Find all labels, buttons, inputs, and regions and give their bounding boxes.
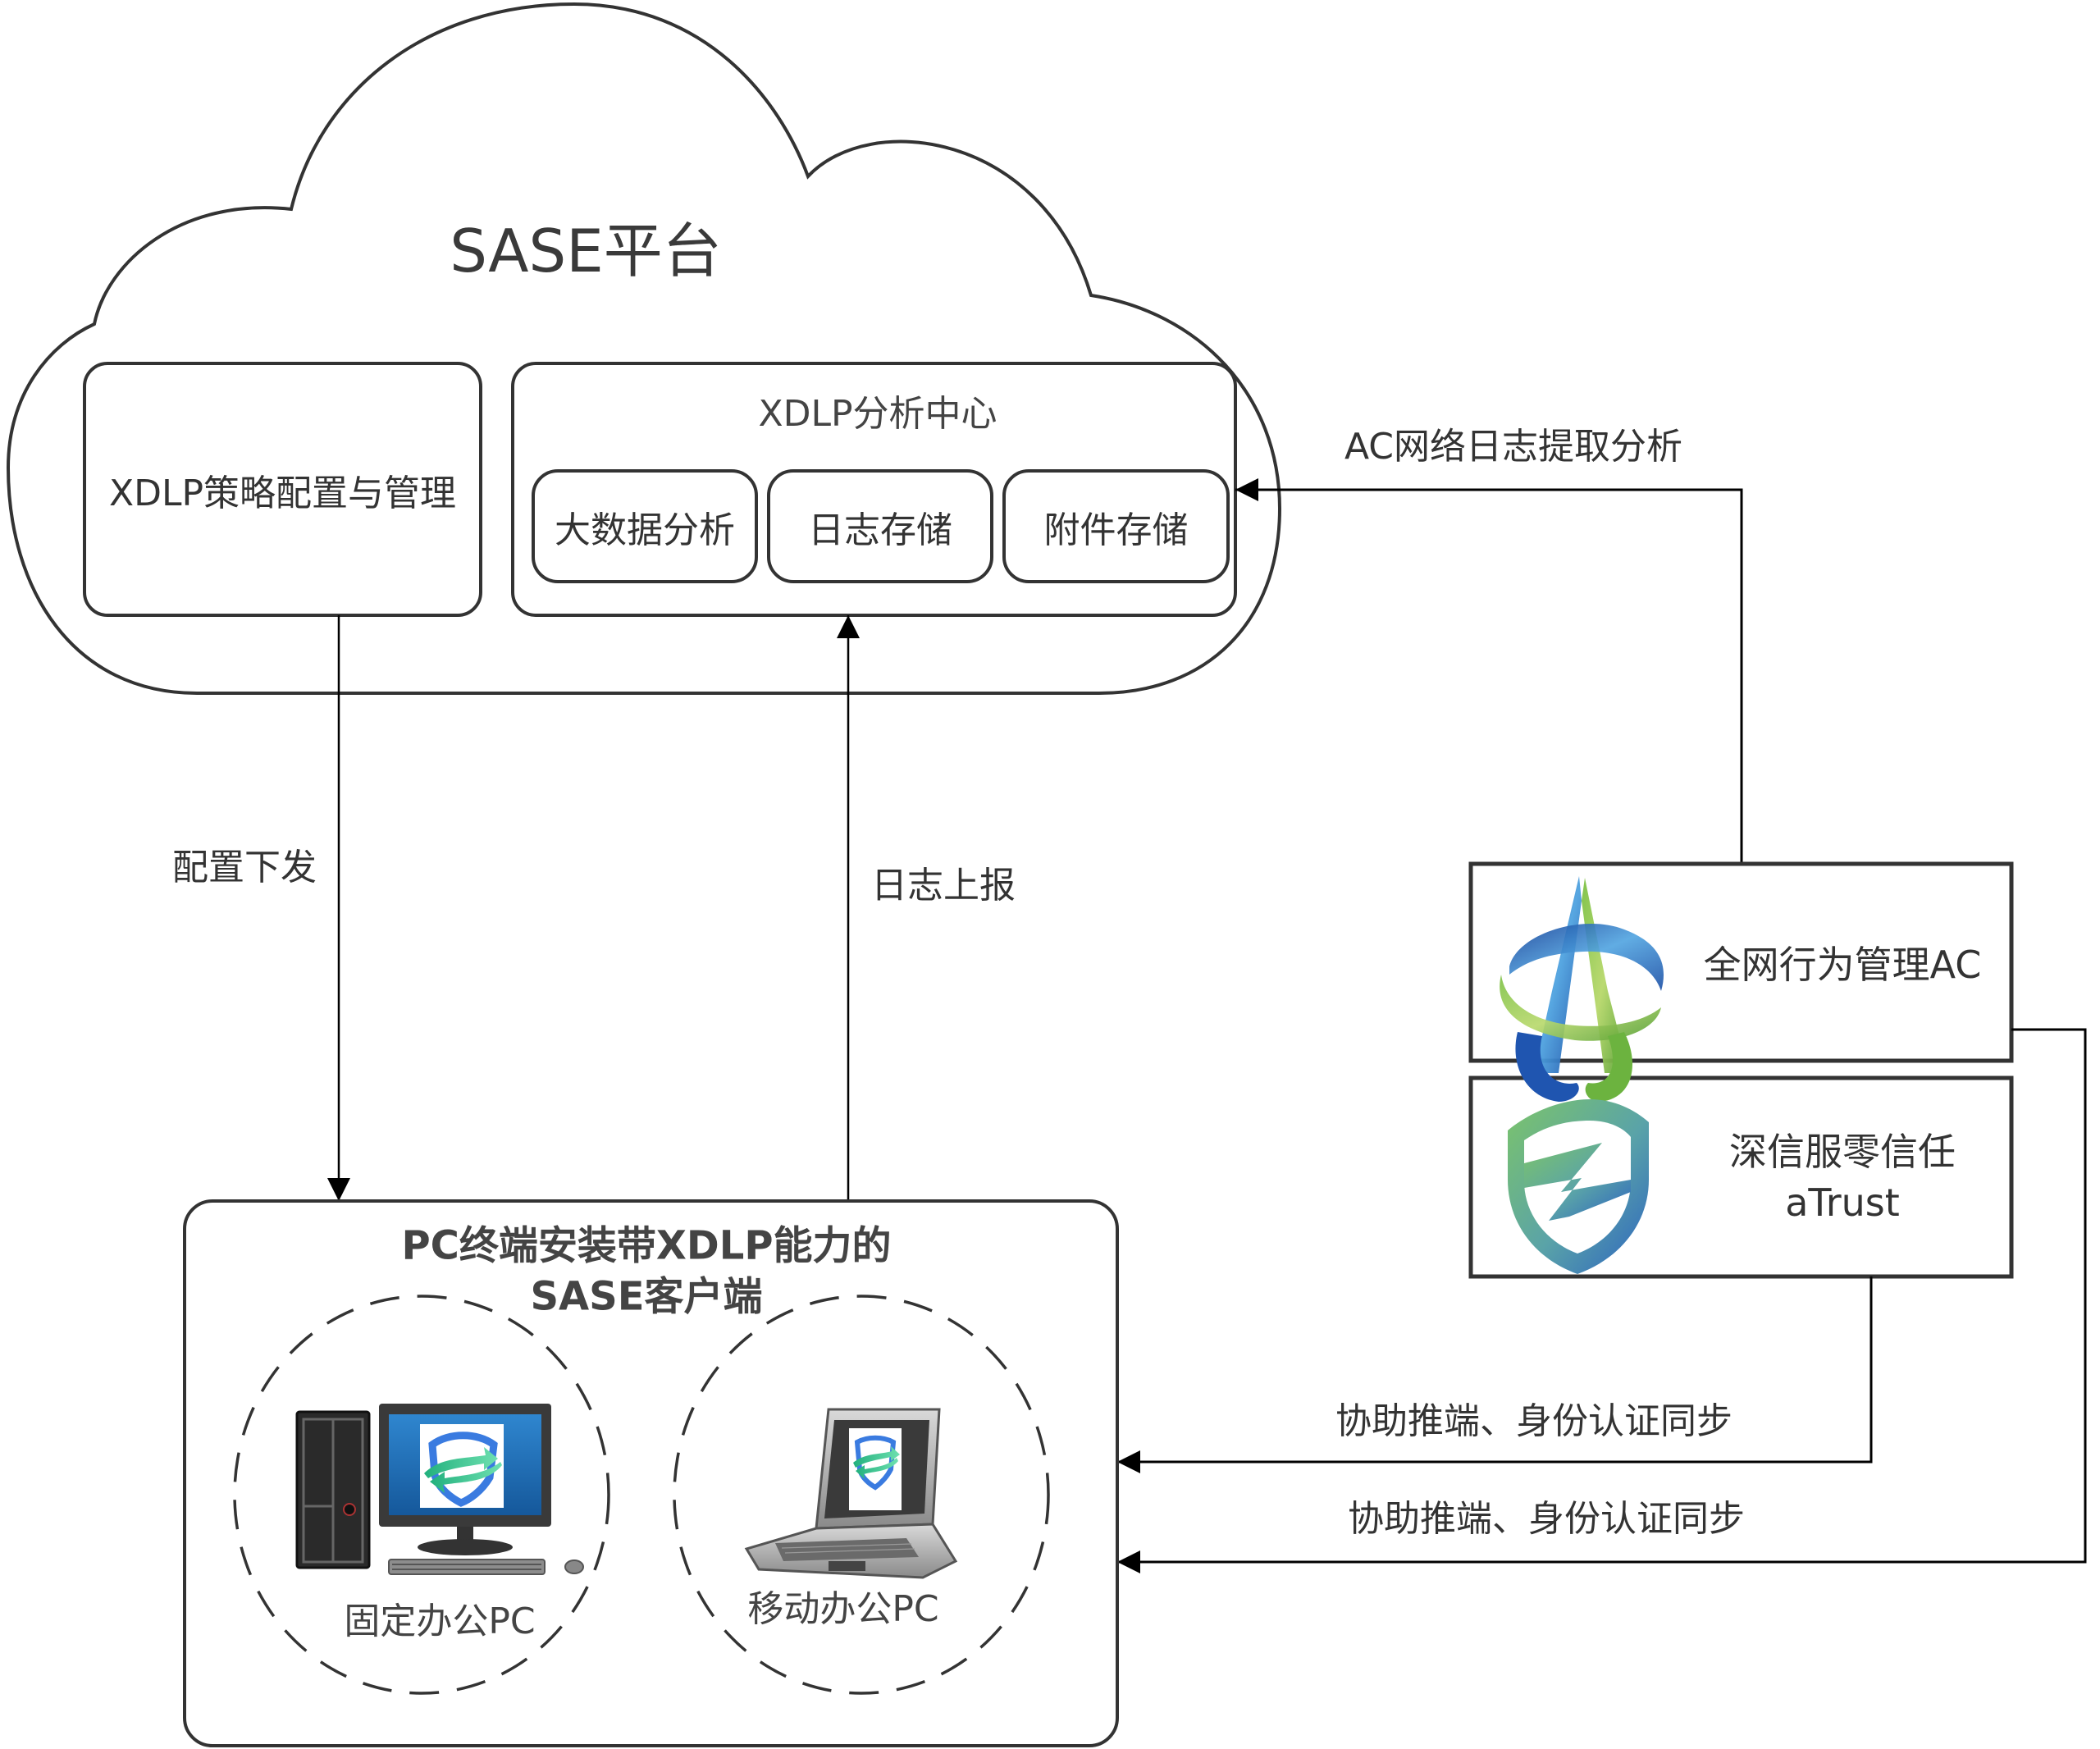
ac-logo-icon bbox=[1500, 876, 1664, 1102]
ac-sync-label: 协助推端、身份认证同步 bbox=[1348, 1498, 1745, 1540]
atrust-name-en: aTrust bbox=[1785, 1180, 1900, 1225]
module-box-attachment-storage bbox=[1002, 469, 1230, 583]
module-attachment-storage[interactable]: 附件存储 bbox=[1043, 509, 1189, 551]
module-box-log-storage bbox=[767, 469, 993, 583]
ac-log-analysis-connector bbox=[1235, 478, 1743, 864]
client-title-line2: SASE客户端 bbox=[530, 1274, 763, 1320]
laptop-icon bbox=[744, 1408, 958, 1579]
client-title-line1: PC终端安装带XDLP能力的 bbox=[401, 1222, 892, 1269]
module-box-big-data bbox=[532, 469, 758, 583]
atrust-sync-label: 协助推端、身份认证同步 bbox=[1335, 1400, 1732, 1442]
config-push-label: 配置下发 bbox=[172, 847, 317, 888]
analysis-center-title[interactable]: XDLP分析中心 bbox=[758, 393, 998, 435]
cloud-outline bbox=[6, 2, 1282, 695]
client-box bbox=[183, 1199, 1119, 1747]
atrust-name-cn: 深信服零信任 bbox=[1729, 1129, 1956, 1174]
client-box-title[interactable]: PC终端安装带XDLP能力的 SASE客户端 bbox=[401, 1221, 891, 1323]
policy-box-label[interactable]: XDLP策略配置与管理 bbox=[108, 472, 457, 514]
policy-box bbox=[83, 362, 482, 617]
log-report-label: 日志上报 bbox=[871, 865, 1016, 906]
fixed-pc-group-outline bbox=[233, 1295, 610, 1695]
module-big-data[interactable]: 大数据分析 bbox=[555, 509, 735, 551]
atrust-shield-icon bbox=[1508, 1099, 1649, 1274]
ac-log-analysis-label: AC网络日志提取分析 bbox=[1344, 426, 1683, 468]
cloud-title: SASE平台 bbox=[450, 217, 722, 285]
fixed-pc-label: 固定办公PC bbox=[344, 1601, 536, 1642]
mobile-pc-label: 移动办公PC bbox=[747, 1588, 939, 1630]
desktop-pc-icon bbox=[295, 1404, 584, 1575]
module-log-storage[interactable]: 日志存储 bbox=[808, 509, 952, 551]
ac-sync-connector bbox=[1117, 1028, 2087, 1573]
ac-box-label[interactable]: 全网行为管理AC bbox=[1703, 943, 1982, 987]
atrust-sync-connector bbox=[1117, 1276, 1873, 1473]
mobile-pc-group-outline bbox=[673, 1295, 1050, 1695]
atrust-box-label[interactable]: 深信服零信任 aTrust bbox=[1673, 1078, 2011, 1276]
